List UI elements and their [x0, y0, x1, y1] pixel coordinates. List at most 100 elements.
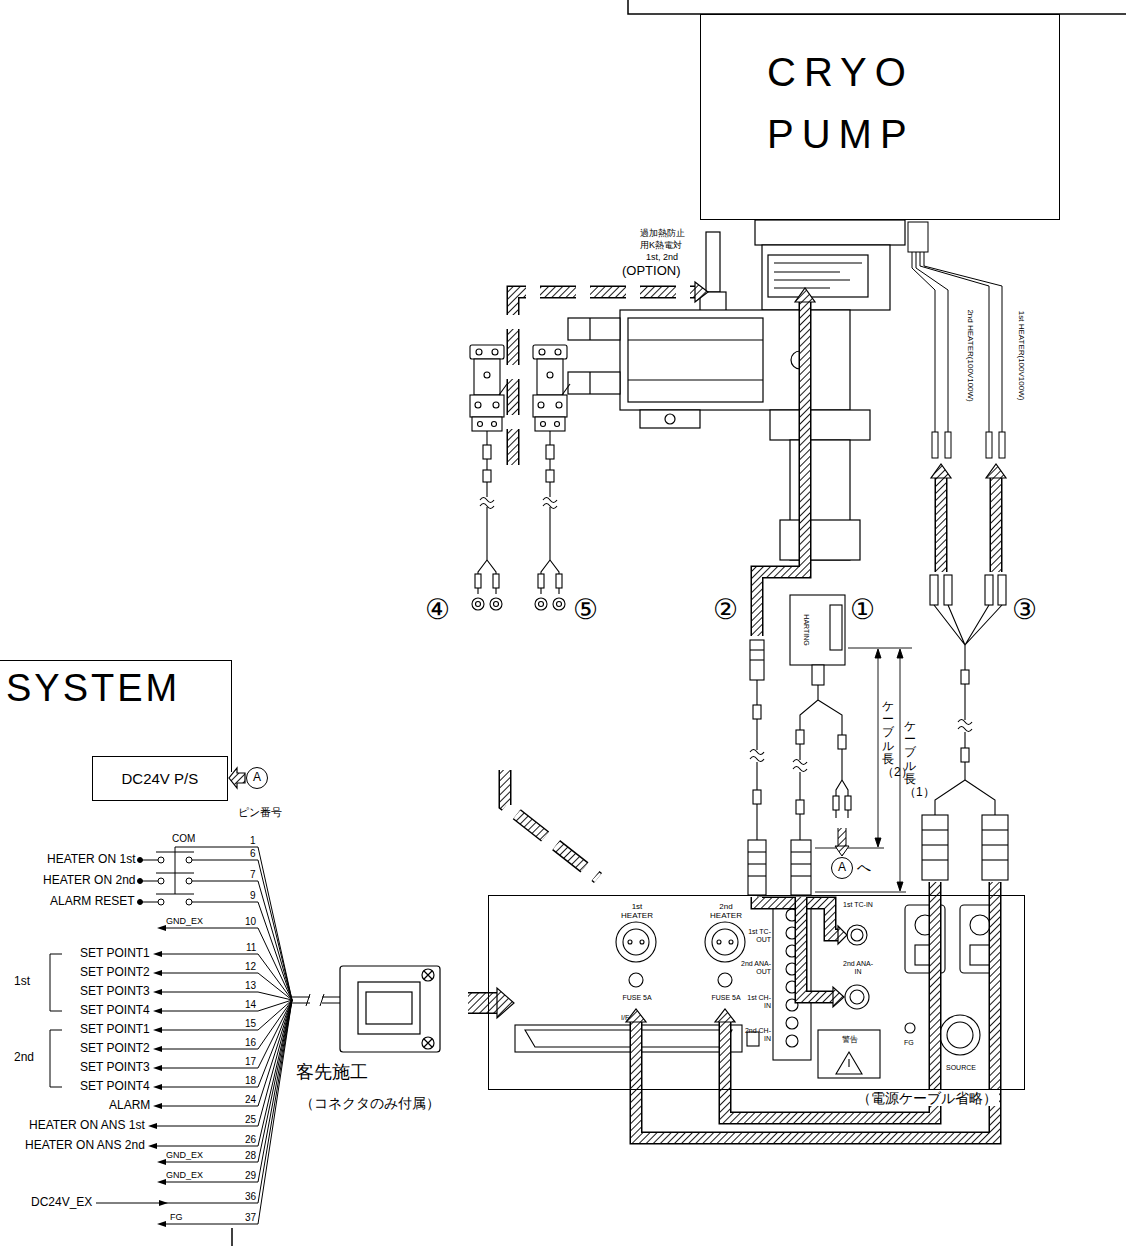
signal-wiring: [159, 1200, 168, 1206]
hatched-arrow: [931, 464, 951, 478]
box-label: DC24V P/S: [122, 770, 199, 787]
annotation-label: 1st HEATER(100V100W): [1017, 310, 1026, 400]
dimension-line: [878, 650, 879, 846]
power-connector-cable: [793, 760, 807, 772]
annotation-label: HEATER ON 2nd: [43, 874, 135, 888]
heater-leads: [945, 432, 951, 458]
callout-number: ③: [1012, 596, 1037, 624]
sensor-cable: [748, 640, 766, 895]
annotation-label: 1st: [14, 975, 30, 989]
annotation-label: SET POINT4: [80, 1004, 150, 1018]
hatched-arrow: [991, 478, 1001, 572]
thermocouple-cable: [470, 345, 507, 610]
port-label: 1st HEATER: [619, 902, 655, 920]
annotation-label: 用K熱電対: [640, 240, 682, 250]
system-title: SYSTEM: [6, 667, 180, 711]
power-connector-cable: [790, 595, 851, 895]
annotation-label: SET POINT2: [80, 966, 150, 980]
annotation-label: SET POINT3: [80, 1061, 150, 1075]
pump-base: [706, 232, 720, 292]
pump-base: [640, 410, 700, 428]
signal-wiring: [153, 1065, 162, 1071]
heater-cable: [922, 859, 948, 860]
interface-connector: [424, 1039, 432, 1047]
controller-panel: [525, 1030, 732, 1047]
callout-number: ④: [425, 596, 450, 624]
callout-number: ①: [850, 596, 875, 624]
hatched-arrow: [757, 302, 805, 636]
callout-number: ⑤: [573, 596, 598, 624]
heater-leads: [986, 432, 992, 458]
pump-base: [665, 414, 675, 424]
signal-wiring: [292, 997, 340, 1003]
annotation-label: 1st, 2nd: [646, 252, 678, 262]
hatched-arrow: [935, 478, 948, 572]
pin-number: 36: [245, 1191, 256, 1203]
power-connector-cable: [838, 735, 846, 749]
power-supply-box: DC24V P/S: [92, 756, 228, 801]
hatched-arrow: [505, 770, 598, 878]
dimension-line: [897, 882, 903, 891]
hatched-arrow: [838, 828, 847, 846]
port-label: 1st TC-IN: [843, 901, 873, 909]
pin-number: 15: [245, 1018, 256, 1030]
signal-wiring: [148, 1143, 157, 1149]
annotation-label: DC24V_EX: [31, 1196, 92, 1210]
heater-cable: [922, 815, 948, 880]
pin-number: 18: [245, 1075, 256, 1087]
pump-base: [768, 255, 868, 297]
hatched-arrow: [468, 282, 1006, 1138]
heater-cable: [922, 829, 948, 830]
pin-number: 29: [245, 1170, 256, 1182]
system-border: [231, 1228, 233, 1246]
annotation-label: HEATER ON 1st: [47, 853, 135, 867]
pin-number: 17: [245, 1056, 256, 1068]
signal-wiring: [153, 970, 162, 976]
hatched-arrow: [833, 987, 844, 1007]
signal-wiring: [158, 857, 164, 863]
controller-panel: [640, 940, 644, 944]
interface-connector: [340, 966, 440, 1052]
power-connector-cable: [812, 665, 824, 685]
heater-cable: [982, 815, 1008, 880]
hatched-arrow: [795, 288, 815, 302]
heater-cable: [998, 575, 1006, 605]
sensor-cable: [748, 851, 766, 852]
annotation-label: 2nd HEATER(100V100W): [966, 309, 975, 401]
reference-circle: A: [246, 767, 268, 789]
controller-panel: [847, 925, 867, 945]
port-label: 2nd HEATER: [708, 902, 744, 920]
signal-wiring: [175, 847, 258, 894]
pump-base: [762, 245, 890, 310]
signal-wiring: [50, 954, 62, 1087]
pump-title: CRYO PUMP: [767, 41, 967, 165]
controller-panel: [717, 940, 721, 944]
sensor-cable: [753, 790, 761, 804]
signal-wiring: [153, 1103, 162, 1109]
annotation-label: 過加熱防止: [640, 228, 685, 238]
signal-wiring: [140, 852, 258, 860]
pin-number: 37: [245, 1212, 256, 1224]
annotation-label: SET POINT1: [80, 1023, 150, 1037]
pin-number: 16: [245, 1037, 256, 1049]
controller-panel: [705, 922, 745, 962]
thermocouple-cable: [470, 345, 570, 610]
signal-wiring: [148, 1123, 157, 1129]
annotation-label: HARTING: [801, 614, 809, 645]
pin-number: 1: [250, 835, 256, 847]
hatched-arrow: [838, 926, 847, 944]
hatched-arrow: [715, 1009, 735, 1022]
dimension-line: [875, 838, 881, 847]
port-label: FG: [904, 1039, 914, 1047]
hatched-arrow: [468, 994, 497, 1013]
annotation-label: HEATER ON ANS 1st: [29, 1119, 145, 1133]
annotation-label: ピン番号: [238, 806, 282, 819]
pin-number: 7: [250, 869, 256, 881]
signal-wiring: [148, 925, 168, 1227]
controller-panel: [836, 1052, 862, 1074]
annotation-label: ALARM RESET: [50, 895, 135, 909]
sensor-cable: [748, 863, 766, 864]
controller-panel: [712, 929, 738, 955]
